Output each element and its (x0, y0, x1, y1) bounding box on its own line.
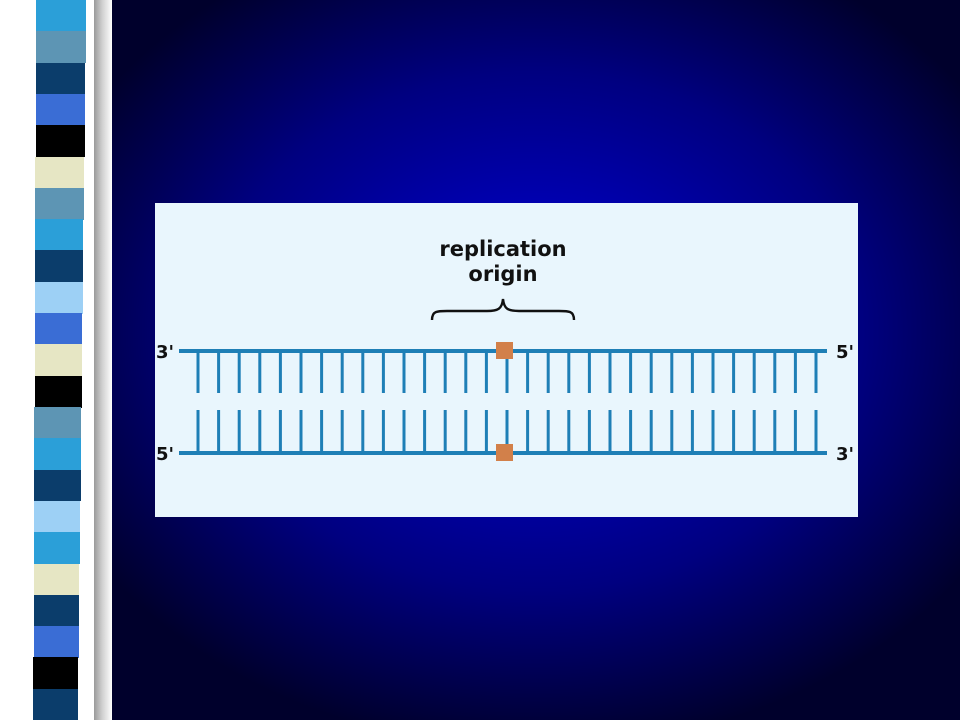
stripe-segment (35, 125, 85, 158)
stripe-segment (35, 250, 84, 283)
bottom-strand-bases (196, 410, 818, 453)
stripe-segment (34, 469, 81, 502)
left-decor-panel (0, 0, 112, 720)
top-strand-right-end-label: 5' (836, 342, 854, 363)
stripe-shadow (94, 0, 112, 720)
dna-diagram: replication origin 3' 5' 5' 3' (156, 237, 854, 465)
origin-brace (430, 298, 576, 321)
stripe-segment (34, 407, 82, 439)
bottom-strand-right-end-label: 3' (836, 444, 854, 465)
stripe-segment (35, 62, 86, 95)
stripe-segment (35, 156, 85, 189)
stripe-segment (35, 219, 84, 251)
stripe-segment (34, 281, 83, 314)
top-strand-left-end-label: 3' (156, 342, 174, 363)
origin-marker-top (496, 342, 513, 359)
stripe-segment (34, 313, 83, 345)
dna-diagram-panel: replication origin 3' 5' 5' 3' (155, 203, 858, 517)
stripe-segment (35, 31, 86, 64)
stripe-segment (35, 93, 85, 126)
bottom-strand-left-end-label: 5' (156, 444, 174, 465)
stripe-segment (33, 626, 79, 658)
stripe-segment (33, 657, 79, 690)
stripe-segment (35, 187, 84, 220)
origin-marker-bottom (496, 444, 513, 461)
origin-label-line1: replication (439, 237, 566, 261)
stripe-segment (33, 688, 78, 720)
stripe-segment (34, 500, 81, 533)
stripe-segment (33, 594, 80, 627)
stripe-segment (34, 438, 81, 471)
top-strand-bases (196, 351, 818, 393)
origin-label-line2: origin (468, 262, 537, 286)
stripe-segment (36, 0, 86, 32)
stripe-segment (33, 532, 80, 565)
stripe-segment (34, 344, 82, 377)
stripe-segment (34, 375, 82, 408)
stripe-segment (33, 563, 80, 596)
